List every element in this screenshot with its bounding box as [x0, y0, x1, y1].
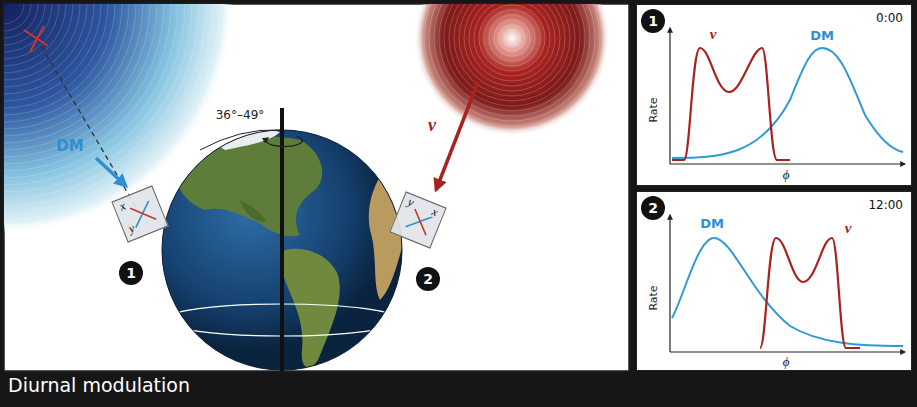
dm-label: DM: [810, 29, 834, 43]
axis-title: Rate: [648, 97, 660, 122]
chart-panel-bg: [636, 4, 912, 186]
neutrino-source: [414, 4, 610, 136]
dm-label: DM: [700, 217, 724, 231]
angle-label: 36°–49°: [216, 109, 265, 122]
angle-arc: [200, 130, 280, 150]
rotation-arrow: [266, 136, 302, 147]
callout-text: 2: [423, 271, 433, 287]
axis-label: x: [117, 199, 128, 213]
callout-text: 1: [126, 265, 136, 281]
neutrino-arrow: [436, 82, 478, 190]
neutrino-label: ν: [710, 26, 717, 43]
neutrino-label: ν: [845, 220, 852, 237]
callout-number: 1: [119, 261, 143, 285]
dm-direction-symbol: [24, 26, 48, 52]
axis-title: Rate: [648, 285, 660, 310]
axis-title: ϕ: [783, 168, 790, 182]
rotation-axis: [280, 108, 284, 371]
axis-label: y: [126, 221, 137, 235]
time-label: 12:00: [868, 198, 903, 212]
callout-number: 2: [641, 196, 665, 220]
callout-number: 2: [416, 267, 440, 291]
rate-chart: [670, 215, 905, 352]
axis-label: x: [429, 205, 440, 219]
time-label: 0:00: [876, 11, 903, 25]
chart-panel: 12:00 2: [636, 191, 912, 371]
sight-line: [40, 44, 140, 214]
neutrino-label: ν: [428, 116, 436, 136]
axis-label: y: [405, 195, 416, 209]
rate-chart: [670, 28, 905, 164]
chart-panel-bg: [636, 191, 912, 371]
chart-panel: 0:00 1: [636, 4, 912, 186]
dm-label: DM: [56, 138, 83, 155]
callout-text: 1: [648, 13, 658, 29]
dm-arrow: [96, 158, 126, 186]
callout-number: 1: [641, 9, 665, 33]
callout-text: 2: [648, 200, 658, 216]
caption: Diurnal modulation: [8, 374, 190, 396]
axis-title: ϕ: [783, 355, 790, 369]
